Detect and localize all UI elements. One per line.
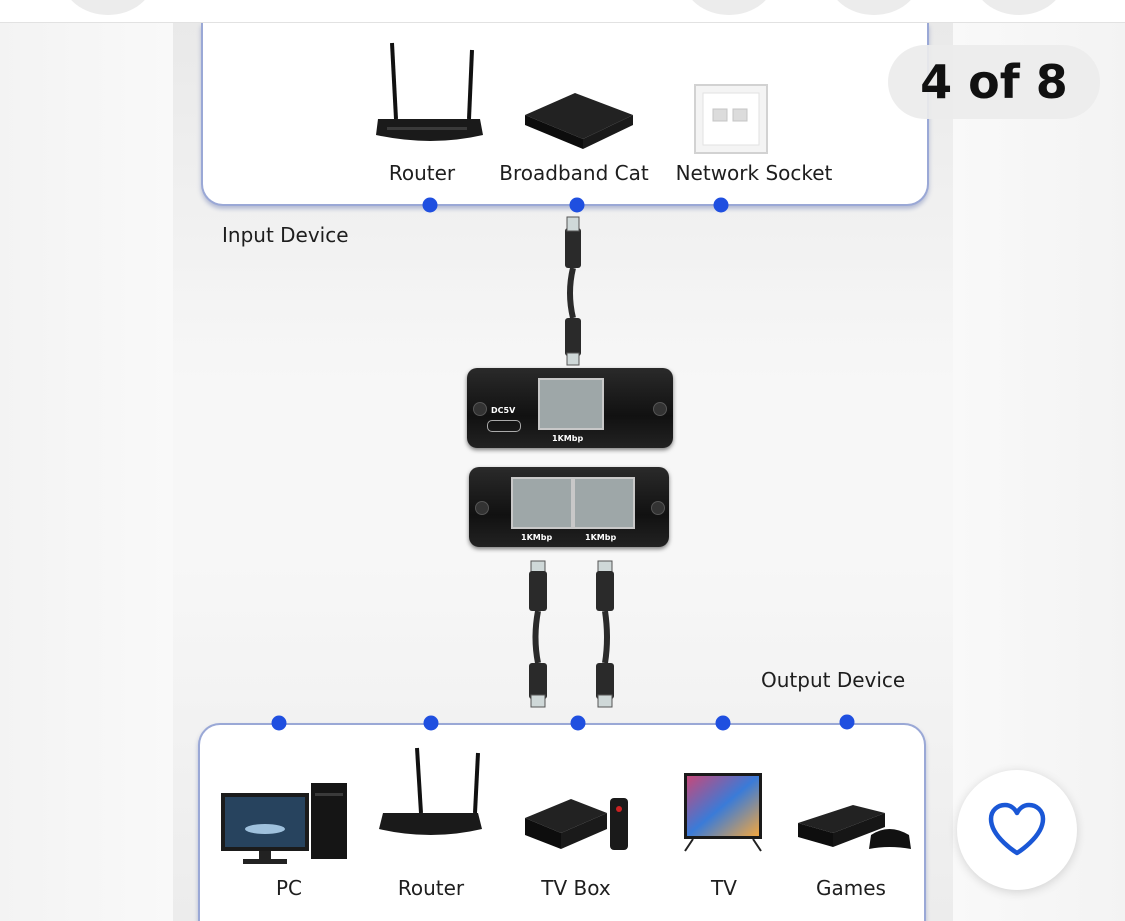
output-cable-1-icon — [529, 560, 547, 708]
screw-icon — [653, 402, 667, 416]
network-socket-icon — [694, 84, 768, 154]
top-button-3[interactable] — [973, 0, 1065, 15]
input-dot-3 — [713, 197, 729, 213]
output-dot-3 — [570, 715, 586, 731]
game-console-icon — [798, 805, 911, 849]
rj45-port-icon — [511, 477, 573, 529]
output-label-tv: TV — [711, 876, 737, 900]
input-dot-2 — [569, 197, 585, 213]
router-icon — [376, 42, 483, 141]
image-counter: 4 of 8 — [888, 45, 1100, 119]
output-label-tv-box: TV Box — [541, 876, 611, 900]
input-device-label: Input Device — [222, 223, 349, 247]
output-dot-1 — [271, 715, 287, 731]
tv-box-icon — [525, 798, 628, 850]
product-image[interactable]: Router Broadband Cat Network Socket Inpu… — [173, 23, 953, 921]
power-label: DC5V — [491, 406, 516, 415]
port-speed-label-2: 1KMbp — [585, 533, 617, 542]
output-label-games: Games — [816, 876, 886, 900]
top-button-left[interactable] — [62, 0, 154, 15]
rj45-port-icon — [573, 477, 635, 529]
splitter-output-unit: 1KMbp 1KMbp — [469, 467, 669, 547]
port-speed-label-1: 1KMbp — [521, 533, 553, 542]
usb-c-port-icon — [487, 420, 521, 432]
favorite-button[interactable] — [957, 770, 1077, 890]
router-output-icon — [379, 747, 482, 835]
splitter-input-unit: DC5V 1KMbp — [467, 368, 673, 448]
top-button-2[interactable] — [828, 0, 920, 15]
input-cable-icon — [565, 216, 581, 366]
output-dot-4 — [715, 715, 731, 731]
heart-outline-icon — [988, 802, 1046, 856]
top-button-1[interactable] — [683, 0, 775, 15]
tv-icon — [684, 773, 762, 852]
output-device-label: Output Device — [761, 668, 906, 692]
input-label-network-socket: Network Socket — [675, 161, 833, 185]
input-label-broadband: Broadband Cat — [499, 161, 649, 185]
input-label-router: Router — [388, 161, 456, 185]
input-dot-1 — [422, 197, 438, 213]
output-dot-5 — [839, 714, 855, 730]
pc-icon — [221, 783, 347, 864]
screw-icon — [475, 501, 489, 515]
broadband-box-icon — [525, 93, 633, 149]
screw-icon — [651, 501, 665, 515]
diagram-graphics — [221, 42, 911, 864]
output-cable-2-icon — [596, 560, 614, 708]
output-dot-2 — [423, 715, 439, 731]
screw-icon — [473, 402, 487, 416]
port-speed-label: 1KMbp — [552, 434, 584, 443]
rj45-port-icon — [538, 378, 604, 430]
output-label-pc: PC — [275, 876, 303, 900]
output-label-router: Router — [397, 876, 465, 900]
top-bar — [0, 0, 1125, 23]
